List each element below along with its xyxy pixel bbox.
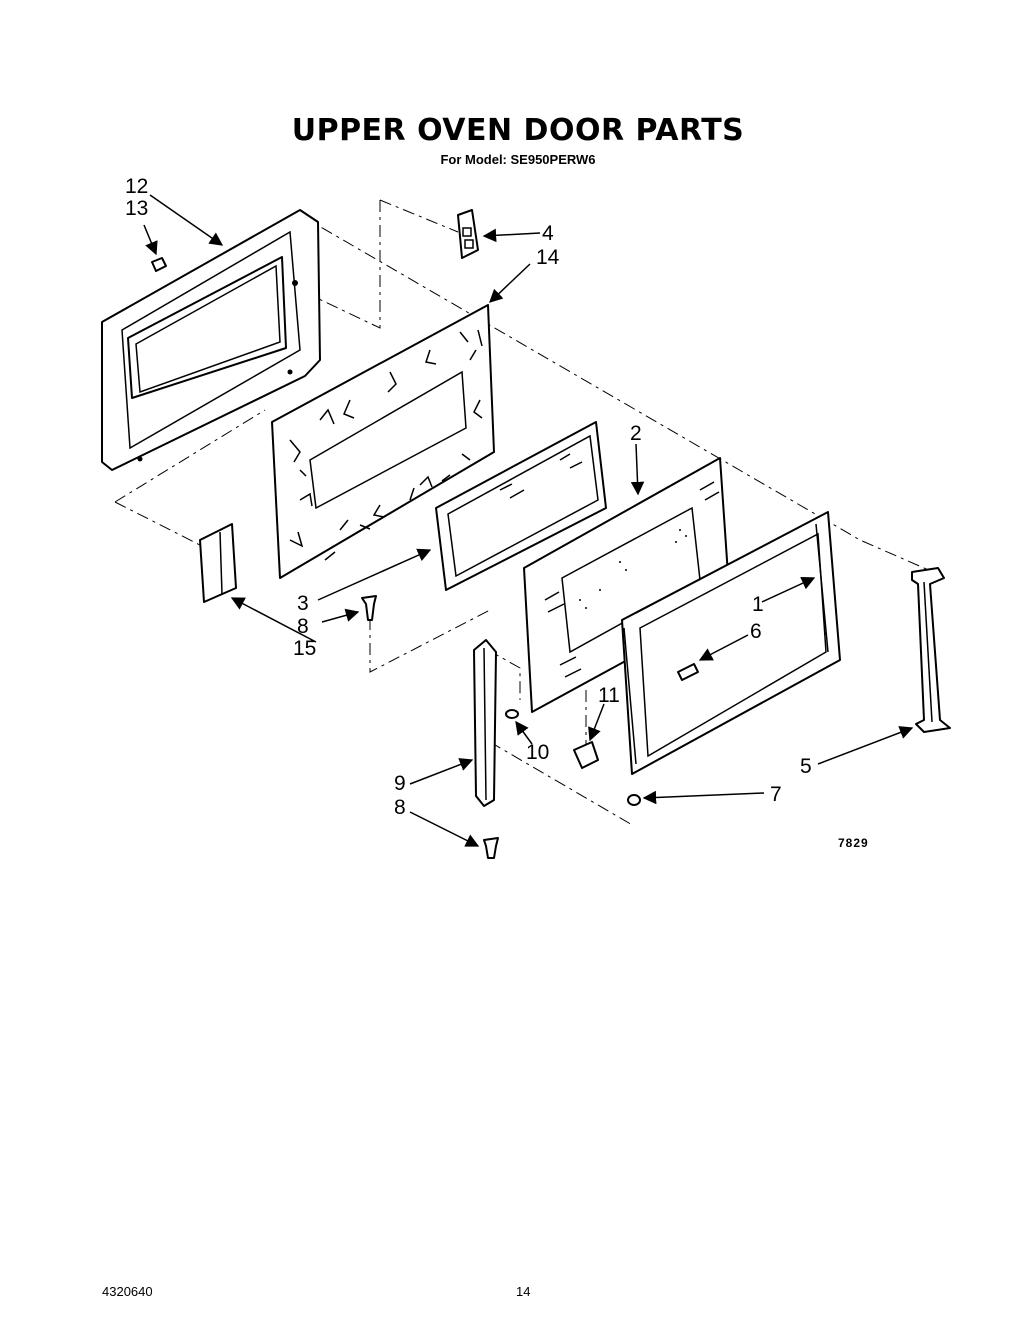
callout-15: 15 [293, 637, 316, 660]
callout-2: 2 [630, 422, 642, 445]
screw-lower [483, 837, 499, 859]
callout-13: 13 [125, 197, 148, 220]
spacer-grommet [505, 709, 519, 719]
callout-5: 5 [800, 755, 812, 778]
insulation-batt [271, 304, 495, 579]
callout-10: 10 [526, 741, 549, 764]
page-title: UPPER OVEN DOOR PARTS [291, 113, 745, 148]
document-number: 4320640 [102, 1284, 153, 1299]
hinge-bracket [457, 209, 479, 259]
callout-12: 12 [125, 175, 148, 198]
inner-door-panel [101, 209, 321, 471]
leader-lines [143, 194, 914, 847]
callout-9: 9 [394, 772, 406, 795]
page-number: 14 [516, 1284, 531, 1299]
panel-clip [151, 257, 167, 272]
callout-6: 6 [750, 620, 762, 643]
callout-labels: 12 13 4 14 2 3 8 15 1 6 11 10 9 8 5 7 78… [125, 175, 869, 850]
callout-3: 3 [297, 592, 309, 615]
glass-support-block [573, 741, 599, 769]
model-subtitle: For Model: SE950PERW6 [440, 152, 596, 167]
door-handle [911, 567, 951, 733]
callout-8-upper: 8 [297, 615, 309, 638]
diagram-reference: 7829 [838, 836, 869, 850]
callout-4: 4 [542, 222, 554, 245]
callout-14: 14 [536, 246, 560, 269]
callout-11: 11 [598, 684, 620, 707]
frame-clip [677, 663, 699, 681]
door-side-bracket [199, 523, 237, 603]
door-side-strip [473, 639, 497, 807]
callout-1: 1 [752, 593, 764, 616]
bumper-grommet [627, 794, 641, 806]
outer-door-frame [621, 511, 841, 775]
callout-8-lower: 8 [394, 796, 406, 819]
inner-glass-assembly [435, 421, 607, 591]
screw-upper [361, 595, 377, 621]
callout-7: 7 [770, 783, 782, 806]
